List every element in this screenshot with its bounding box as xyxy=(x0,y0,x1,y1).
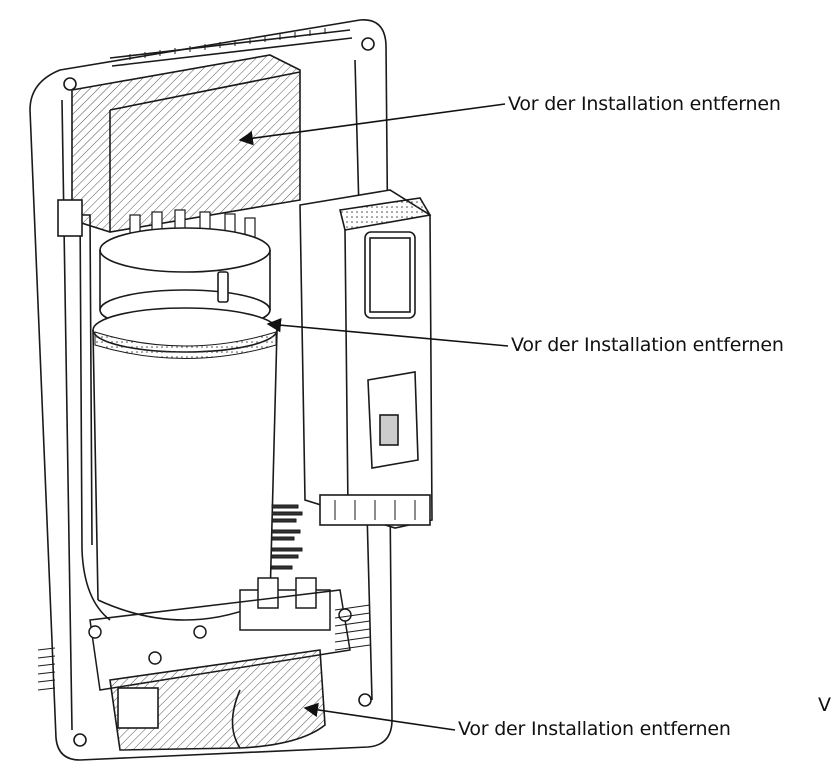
pipe xyxy=(57,199,111,621)
arrow-top xyxy=(238,103,506,146)
callout-label-middle: Vor der Installation entfernen xyxy=(511,334,784,356)
callout-label-edge-fragment: V xyxy=(818,694,831,716)
top-packaging-block xyxy=(71,54,301,233)
arrow-middle xyxy=(266,318,509,347)
housing-outer xyxy=(29,19,393,761)
arrow-bottom xyxy=(303,702,456,731)
callout-label-top: Vor der Installation entfernen xyxy=(508,93,781,115)
control-module xyxy=(299,189,433,529)
lower-fittings xyxy=(37,577,371,691)
heater-cylinder xyxy=(92,209,278,621)
housing-inner-left xyxy=(61,99,73,731)
rating-label xyxy=(271,504,303,570)
bottom-packaging-block xyxy=(109,649,326,751)
callout-arrows xyxy=(238,103,509,731)
callout-label-bottom: Vor der Installation entfernen xyxy=(458,718,731,740)
